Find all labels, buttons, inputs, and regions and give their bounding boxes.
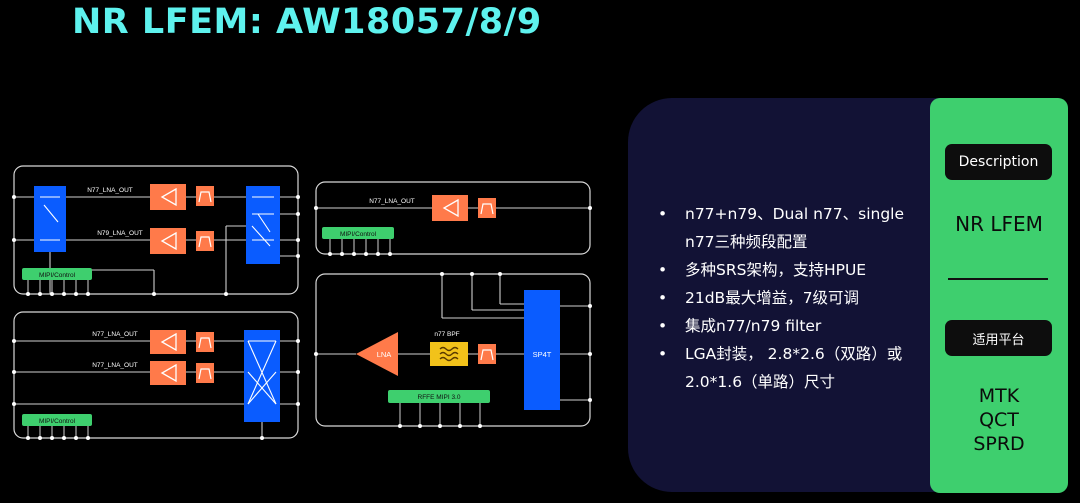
feature-item: 集成n77/n79 filter — [658, 312, 938, 340]
platform-item: MTK — [978, 385, 1020, 407]
lfem-block-diagram: MIPI/Control N77_LNA_OUT N79_LNA_OUT N77… — [12, 165, 592, 440]
platform-list: MTK QCT SPRD — [930, 384, 1068, 456]
description-pill: Description — [945, 144, 1052, 180]
platform-pill: 适用平台 — [945, 320, 1052, 356]
feature-item: 多种SRS架构，支持HPUE — [658, 256, 938, 284]
mipi-control-label-2: MIPI/Control — [340, 231, 377, 238]
feature-item: 21dB最大增益，7级可调 — [658, 284, 938, 312]
feature-list: n77+n79、Dual n77、single n77三种频段配置 多种SRS架… — [658, 200, 938, 396]
n77-lna-out-label: N77_LNA_OUT — [87, 187, 133, 194]
n77-lna-out-label-3: N77_LNA_OUT — [92, 331, 138, 338]
feature-item: LGA封装， 2.8*2.6（双路）或 2.0*1.6（单路）尺寸 — [658, 340, 938, 396]
n77-lna-out-label-4: N77_LNA_OUT — [92, 362, 138, 369]
n79-lna-out-label: N79_LNA_OUT — [97, 230, 143, 237]
module-lna-sp4t: LNA n77 BPF SP4T RFFE MIPI 3.0 — [314, 272, 592, 428]
module-dual-n77: N77_LNA_OUT N77_LNA_OUT MIPI/Control — [12, 311, 300, 440]
platform-item: QCT — [979, 409, 1019, 431]
sp4t-label: SP4T — [533, 350, 552, 359]
module-single-n77: N77_LNA_OUT MIPI/Control — [314, 181, 592, 256]
mipi-control-label: MIPI/Control — [39, 272, 76, 279]
info-sidebar: Description NR LFEM 适用平台 MTK QCT SPRD — [930, 98, 1068, 493]
n77-lna-out-label-2: N77_LNA_OUT — [369, 198, 415, 205]
description-value: NR LFEM — [955, 212, 1043, 236]
module-dual-n77-n79: MIPI/Control N77_LNA_OUT N79_LNA_OUT — [12, 165, 300, 296]
platform-item: SPRD — [973, 433, 1025, 455]
rffe-mipi-label: RFFE MIPI 3.0 — [418, 394, 461, 401]
divider — [948, 278, 1048, 280]
feature-item: n77+n79、Dual n77、single n77三种频段配置 — [658, 200, 938, 256]
lna-label: LNA — [377, 350, 392, 359]
n77-bpf-label: n77 BPF — [434, 331, 459, 338]
page-title: NR LFEM: AW18057/8/9 — [72, 2, 542, 42]
mipi-control-label-3: MIPI/Control — [39, 418, 76, 425]
